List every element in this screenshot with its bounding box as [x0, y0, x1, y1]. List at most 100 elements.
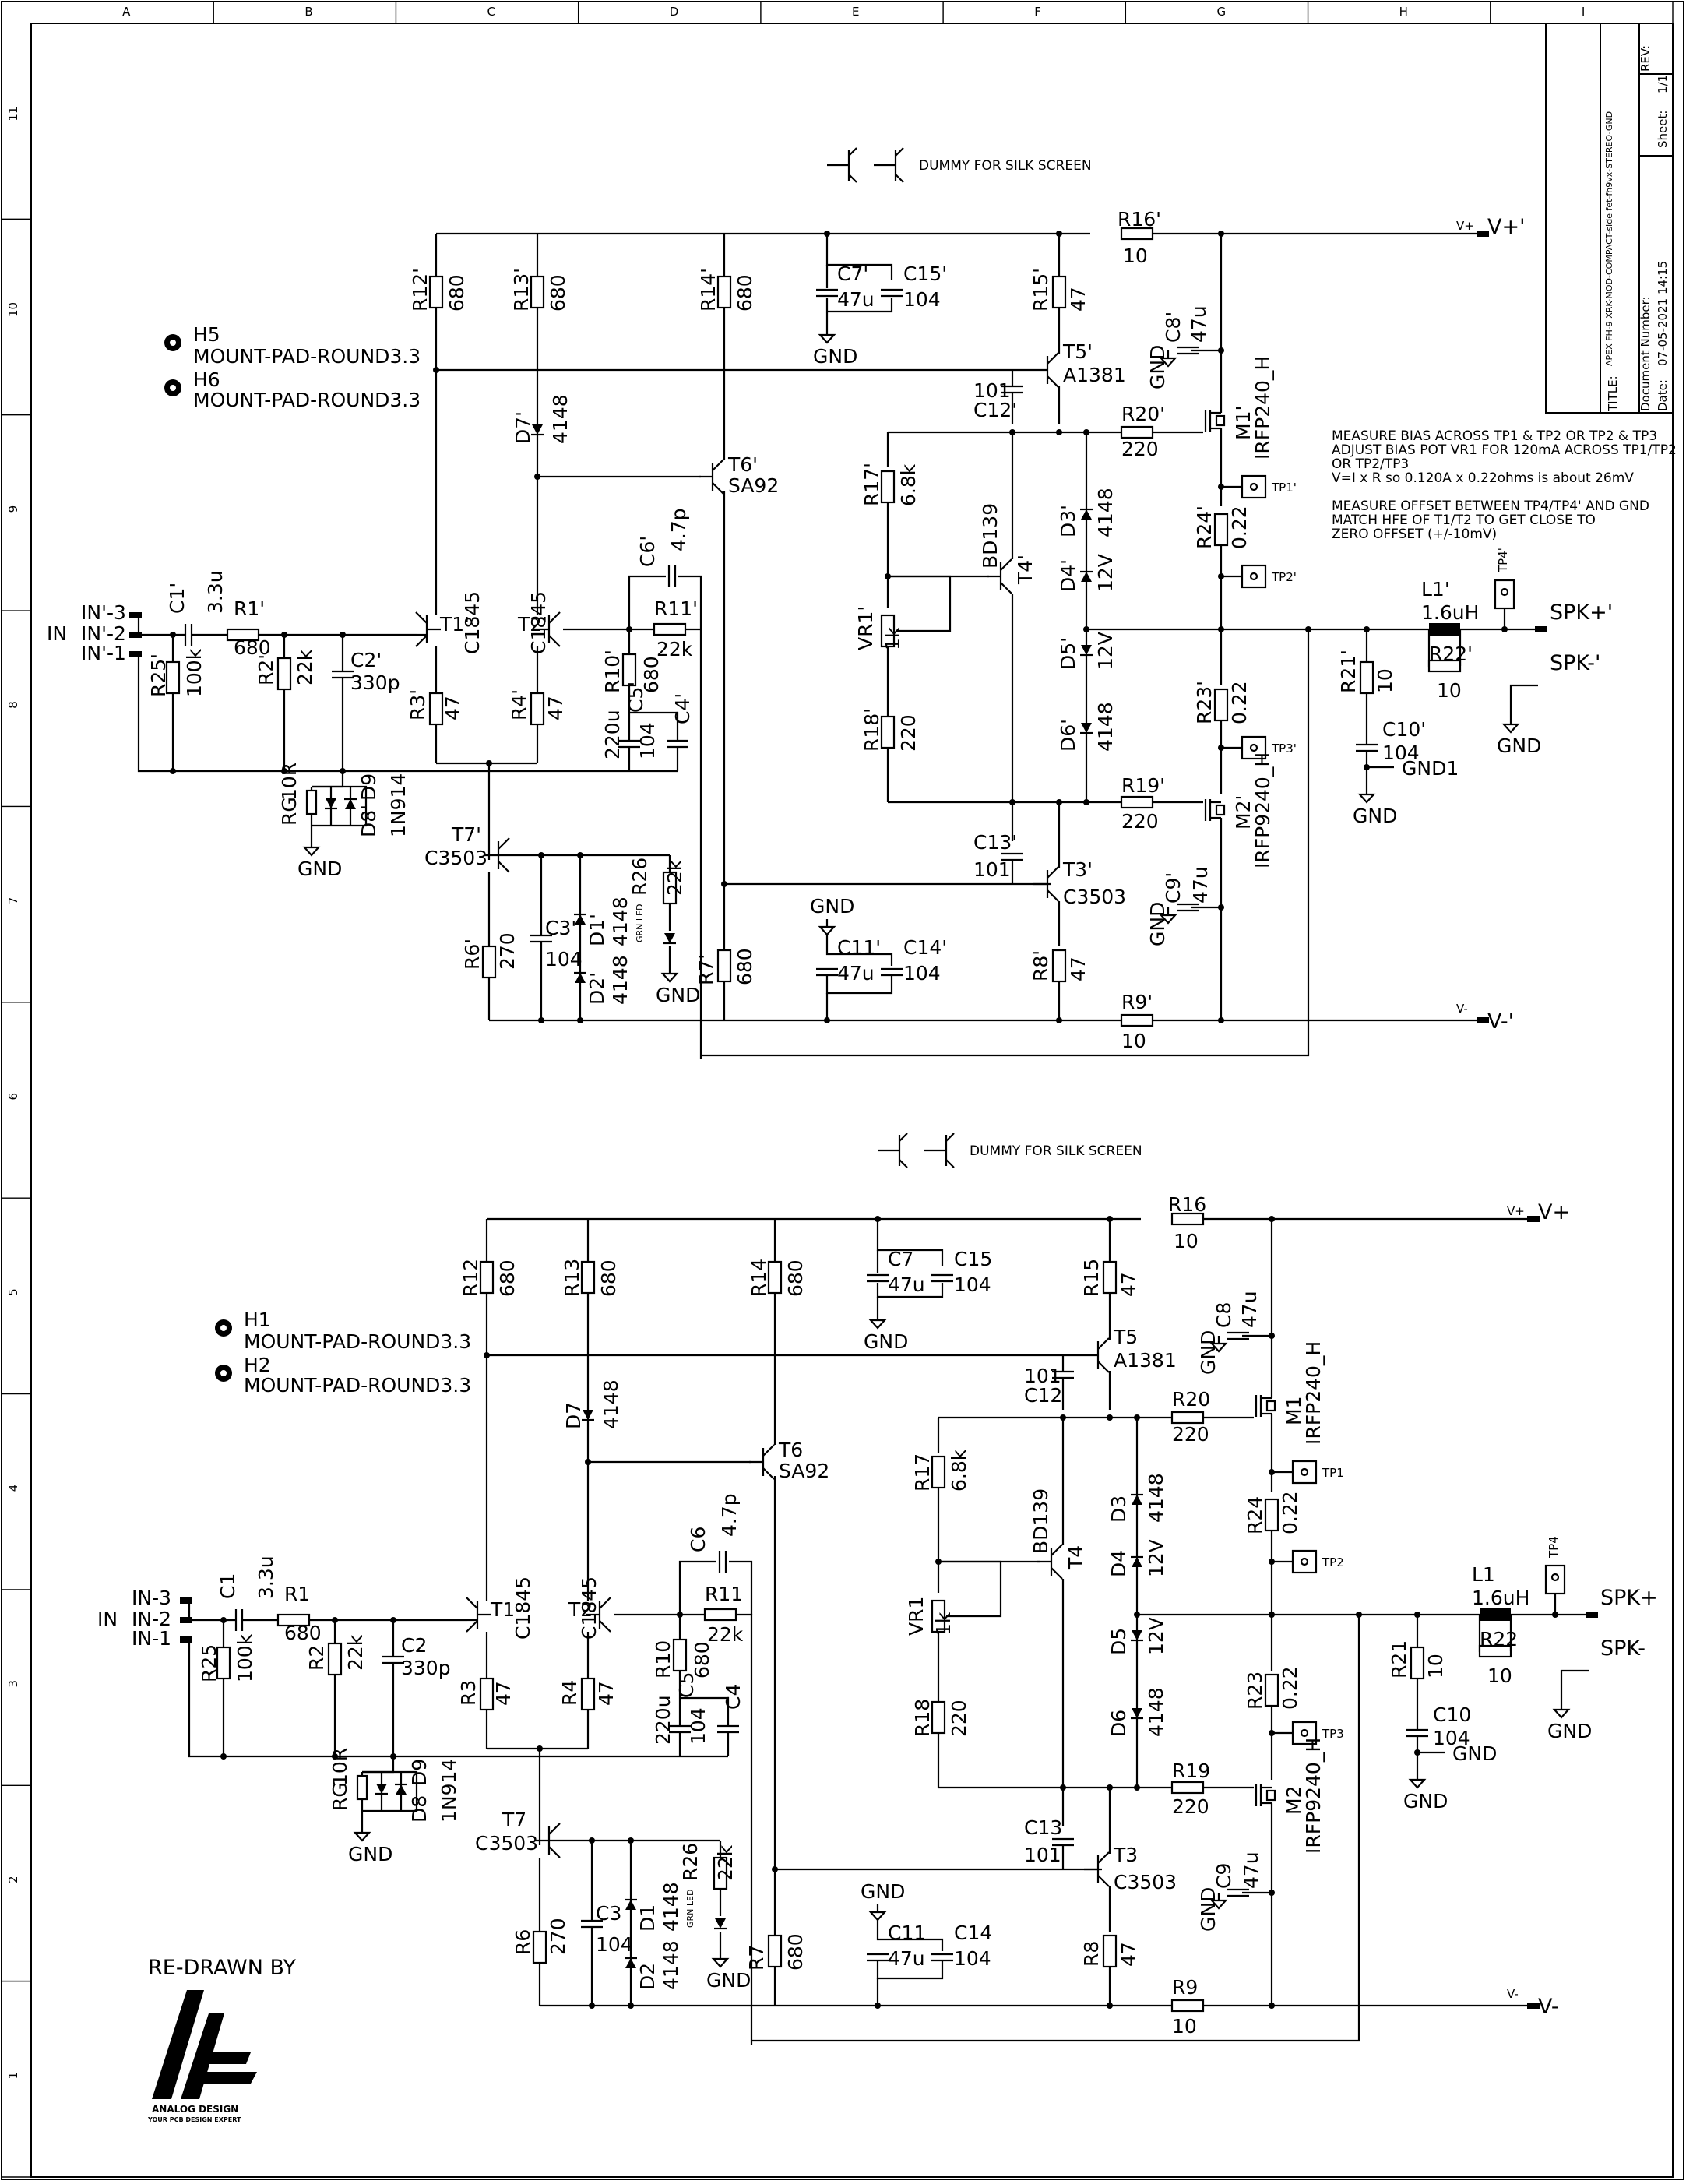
label: 680: [547, 274, 569, 312]
c10-capacitor: [1356, 743, 1378, 752]
spk-plus-label: SPK+: [1600, 1586, 1658, 1610]
c4-capacitor: [669, 1724, 691, 1734]
junction-dot: [1107, 1784, 1113, 1791]
label: R3: [457, 1680, 480, 1706]
label: R25': [147, 653, 170, 697]
rg-resistor: [305, 789, 318, 815]
label: C11': [837, 936, 881, 959]
label: V+: [1456, 219, 1474, 233]
d6-diode: [1080, 723, 1093, 734]
r6-resistor: [532, 1930, 547, 1964]
label: C6: [687, 1527, 709, 1552]
t6-transistor: [699, 459, 724, 495]
label: R6': [461, 939, 484, 970]
label: 47: [1067, 287, 1089, 312]
wire: [312, 771, 344, 788]
sheet-frame: [30, 23, 1674, 2178]
zobel-ground: GND: [1353, 787, 1397, 827]
label: M1: [1283, 1397, 1305, 1425]
label: R12: [459, 1259, 482, 1297]
label: 1k: [882, 626, 904, 650]
label: 4148: [609, 896, 632, 946]
led-ground: GND: [656, 966, 700, 1006]
r4-resistor: [580, 1677, 596, 1711]
wire: [628, 575, 666, 629]
row-marker: 5: [6, 1288, 20, 1296]
label: D4: [1107, 1550, 1130, 1577]
r17-resistor: [880, 470, 896, 504]
label: R16': [1118, 208, 1161, 231]
label: 104: [636, 722, 659, 759]
bias-notes: MEASURE BIAS ACROSS TP1 & TP2 OR TP2 & T…: [1332, 428, 1677, 542]
label: R1: [284, 1583, 310, 1605]
sheet-value: 1/1: [1656, 75, 1670, 93]
title-label: TITLE:: [1606, 375, 1620, 412]
r19-resistor: [1120, 795, 1154, 809]
t7-transistor: [484, 837, 510, 873]
junction-dot: [1218, 231, 1224, 237]
column-marker: B: [304, 5, 312, 19]
r23-resistor: [1213, 688, 1229, 722]
wire: [888, 575, 952, 632]
note-line: MEASURE BIAS ACROSS TP1 & TP2 OR TP2 & T…: [1332, 428, 1657, 444]
label: R7': [695, 954, 717, 985]
junction-dot: [1269, 1469, 1275, 1475]
m1-mosfet: [1255, 1395, 1276, 1417]
channel-top: DUMMY FOR SILK SCREENH5MOUNT-PAD-ROUND3.…: [47, 147, 1613, 1059]
label: R9': [1121, 991, 1153, 1013]
t2-transistor: [535, 611, 561, 647]
vminus-label: V-: [1538, 1995, 1559, 2019]
label: 10: [1487, 1664, 1512, 1687]
label: 680: [784, 1259, 807, 1297]
label: 12V: [1094, 632, 1117, 670]
junction-dot: [170, 632, 176, 638]
c9-ground: [1159, 907, 1177, 925]
c12-capacitor: [1001, 385, 1023, 394]
wire: [678, 575, 702, 629]
t1-transistor: [466, 1597, 491, 1633]
junction-dot: [1356, 1612, 1362, 1618]
label: R11: [705, 1583, 743, 1605]
label: 220u: [652, 1695, 674, 1745]
label: C14: [954, 1922, 992, 1944]
c12-capacitor: [1052, 1370, 1074, 1379]
label: 680: [234, 636, 271, 659]
input-pin: [129, 651, 142, 657]
label: TP2': [1271, 570, 1297, 584]
label: C1845: [527, 591, 550, 654]
label: TP3: [1322, 1727, 1344, 1741]
label: C12': [973, 399, 1017, 421]
label: R2: [305, 1645, 328, 1671]
c1-capacitor: [234, 1609, 244, 1631]
label: D1: [636, 1904, 659, 1932]
label: 330p: [401, 1657, 451, 1679]
r18-resistor: [931, 1700, 946, 1735]
label: 47u: [888, 1273, 925, 1296]
junction-dot: [1107, 1216, 1113, 1222]
label: TP4': [1496, 548, 1510, 573]
d3-diode: [1131, 1493, 1143, 1505]
junction-dot: [1083, 626, 1089, 632]
label: R8': [1030, 950, 1052, 981]
doc-number-label: Document Number:: [1638, 296, 1653, 411]
row-marker: 3: [6, 1680, 20, 1688]
label: D8': [357, 805, 380, 837]
wire: [188, 1640, 728, 1758]
label: GND: [1146, 902, 1169, 946]
label: MOUNT-PAD-ROUND3.3: [244, 1330, 471, 1353]
r10-resistor: [621, 653, 637, 687]
label: GRN LED: [635, 904, 645, 942]
c7-capacitor: [816, 288, 838, 298]
label: 4148: [1145, 1473, 1167, 1523]
label: R9: [1172, 1976, 1198, 1999]
label: A1381: [1063, 364, 1126, 386]
led-ground: GND: [706, 1951, 751, 1992]
wire: [685, 628, 702, 1059]
wire: [876, 1920, 944, 1951]
wire: [825, 298, 893, 313]
junction-dot: [332, 1617, 338, 1623]
label: C6': [636, 536, 659, 567]
label: D7: [562, 1402, 585, 1429]
label: 47: [1067, 956, 1089, 981]
